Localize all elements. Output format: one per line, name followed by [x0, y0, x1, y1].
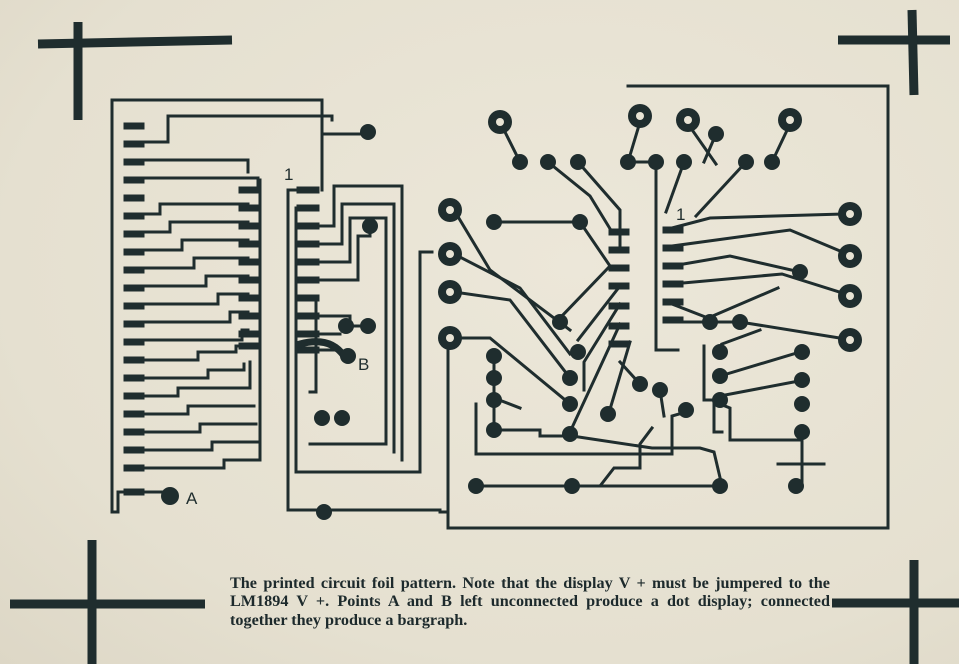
left-display-traces — [110, 98, 370, 514]
center-ic-left-pads — [608, 228, 630, 348]
small-pads — [161, 124, 810, 520]
center-ic-right-pads — [662, 226, 684, 324]
middle-left-pads — [296, 186, 320, 354]
crop-mark-bottom-left — [10, 540, 205, 664]
crop-mark-top-right — [838, 9, 950, 96]
pin-1-label-right: 1 — [676, 205, 685, 224]
point-b-label: B — [358, 355, 369, 374]
crop-mark-bottom-right — [832, 560, 959, 664]
large-pads — [438, 104, 862, 352]
point-a-label: A — [186, 489, 198, 508]
right-board-traces — [320, 84, 890, 530]
left-pad-column — [123, 122, 145, 496]
figure-caption: The printed circuit foil pattern. Note t… — [230, 574, 830, 629]
crop-mark-top-left — [37, 22, 233, 120]
pad-holes — [446, 112, 854, 344]
display-driver-pads — [238, 186, 260, 350]
pin-1-label-left: 1 — [284, 165, 293, 184]
